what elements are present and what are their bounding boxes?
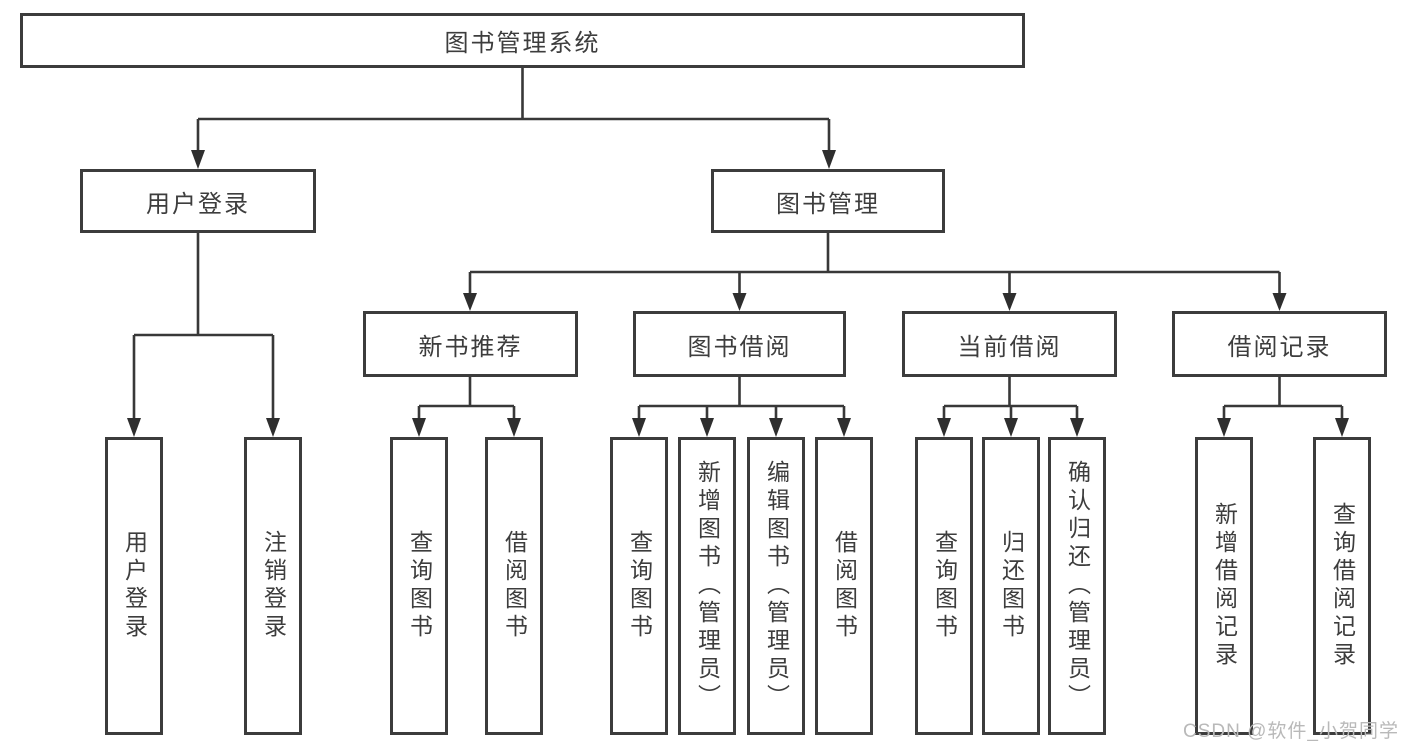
arrowhead (127, 418, 141, 437)
arrowhead (507, 418, 521, 437)
leaf-borrow-books-1: 借阅图书 (485, 437, 543, 735)
arrowhead (412, 418, 426, 437)
arrowhead (1002, 293, 1017, 311)
arrowhead (191, 150, 205, 169)
node-new-book-recommend: 新书推荐 (363, 311, 578, 377)
arrowhead (463, 293, 477, 311)
arrowhead (266, 418, 280, 437)
leaf-user-login: 用户登录 (105, 437, 163, 735)
node-book-management: 图书管理 (711, 169, 945, 233)
connector-book-borrow-to-leaves (632, 377, 851, 437)
node-borrow-records: 借阅记录 (1172, 311, 1387, 377)
leaf-query-books-2: 查询图书 (610, 437, 668, 735)
node-user-login: 用户登录 (80, 169, 316, 233)
leaf-return-book: 归还图书 (982, 437, 1040, 735)
leaf-add-borrow-record: 新增借阅记录 (1195, 437, 1253, 735)
connector-root-to-level2 (191, 68, 836, 169)
arrowhead (1217, 418, 1231, 437)
leaf-logout: 注销登录 (244, 437, 302, 735)
arrowhead (700, 418, 714, 437)
leaf-query-books-3: 查询图书 (915, 437, 973, 735)
connector-user-login-to-leaves (127, 233, 280, 437)
arrowhead (769, 418, 783, 437)
arrowhead (822, 150, 836, 169)
arrowhead (1335, 418, 1349, 437)
leaf-query-borrow-record: 查询借阅记录 (1313, 437, 1371, 735)
node-book-borrow: 图书借阅 (633, 311, 846, 377)
connector-book-management-to-level3 (463, 233, 1287, 311)
leaf-edit-book-admin: 编辑图书（管理员） (747, 437, 805, 735)
leaf-confirm-return-admin: 确认归还（管理员） (1048, 437, 1106, 735)
arrowhead (1004, 418, 1018, 437)
arrowhead (732, 293, 747, 311)
node-current-borrow: 当前借阅 (902, 311, 1117, 377)
arrowhead (937, 418, 951, 437)
leaf-query-books-1: 查询图书 (390, 437, 448, 735)
arrowhead (632, 418, 646, 437)
connector-current-borrow-to-leaves (937, 377, 1084, 437)
arrowhead (1272, 293, 1287, 311)
arrowhead (1070, 418, 1084, 437)
leaf-borrow-books-2: 借阅图书 (815, 437, 873, 735)
connector-new-book-to-leaves (412, 377, 521, 437)
node-root-library-system: 图书管理系统 (20, 13, 1025, 68)
arrowhead (837, 418, 851, 437)
leaf-add-book-admin: 新增图书（管理员） (678, 437, 736, 735)
connector-borrow-records-to-leaves (1217, 377, 1349, 437)
csdn-watermark: CSDN @软件_小贺同学 (1183, 721, 1399, 742)
